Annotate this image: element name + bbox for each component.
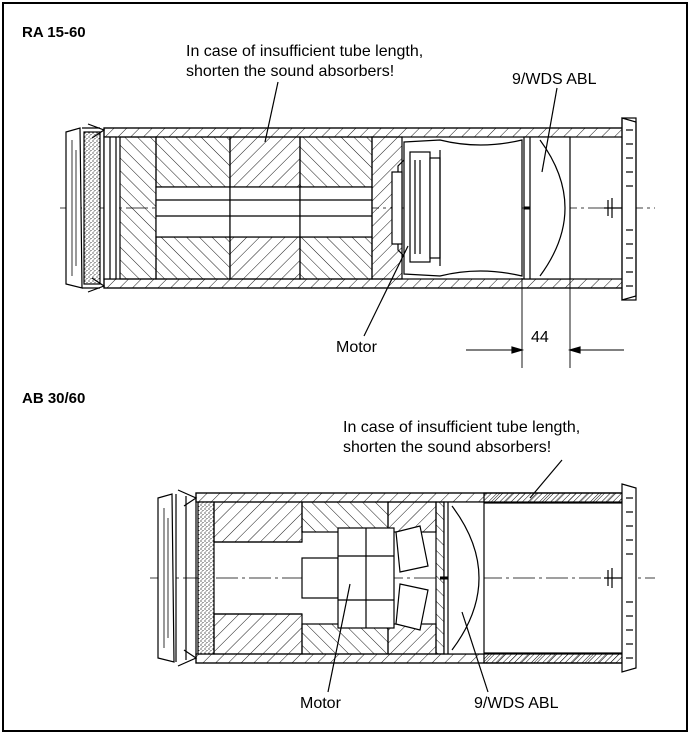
section-b-title: AB 30/60: [22, 390, 86, 407]
section-b-note-line2: shorten the sound absorbers!: [343, 439, 552, 456]
section-a-filter-leader: [541, 87, 558, 173]
section-b-note-line1: In case of insufficient tube length,: [343, 419, 581, 436]
section-b-filter-leader: [461, 611, 489, 693]
section-b-front-grille: [157, 489, 215, 667]
section-b-extension-top: [483, 492, 623, 504]
section-b-note-leader: [529, 459, 563, 499]
section-b-drawing: [150, 459, 655, 693]
section-b-rear-grille: [604, 483, 637, 673]
section-a-motor-label: Motor: [336, 339, 377, 356]
section-a-motor-leader: [363, 245, 409, 337]
section-a-drawing: [60, 81, 655, 368]
section-b-extension-bottom: [483, 652, 623, 664]
section-a-note-line1: In case of insufficient tube length,: [186, 43, 424, 60]
section-a-filter: [523, 136, 571, 280]
section-a-front-grille: [65, 123, 106, 293]
section-a-rear-grille: [604, 117, 637, 301]
section-a-motor: [391, 139, 523, 277]
section-b-filter-label: 9/WDS ABL: [474, 695, 559, 712]
section-b-filter: [440, 501, 485, 655]
section-b-motor: [301, 525, 429, 631]
section-b-motor-leader: [327, 583, 351, 693]
section-a-dimension: 44: [531, 329, 549, 346]
section-a-absorbers: [119, 136, 403, 280]
section-a-title: RA 15-60: [22, 24, 86, 41]
section-a-note-leader: [264, 81, 279, 143]
section-b-motor-label: Motor: [300, 695, 341, 712]
section-a-note-line2: shorten the sound absorbers!: [186, 63, 395, 80]
section-a-dimension-lines: [466, 278, 624, 368]
section-a-filter-label: 9/WDS ABL: [512, 71, 597, 88]
